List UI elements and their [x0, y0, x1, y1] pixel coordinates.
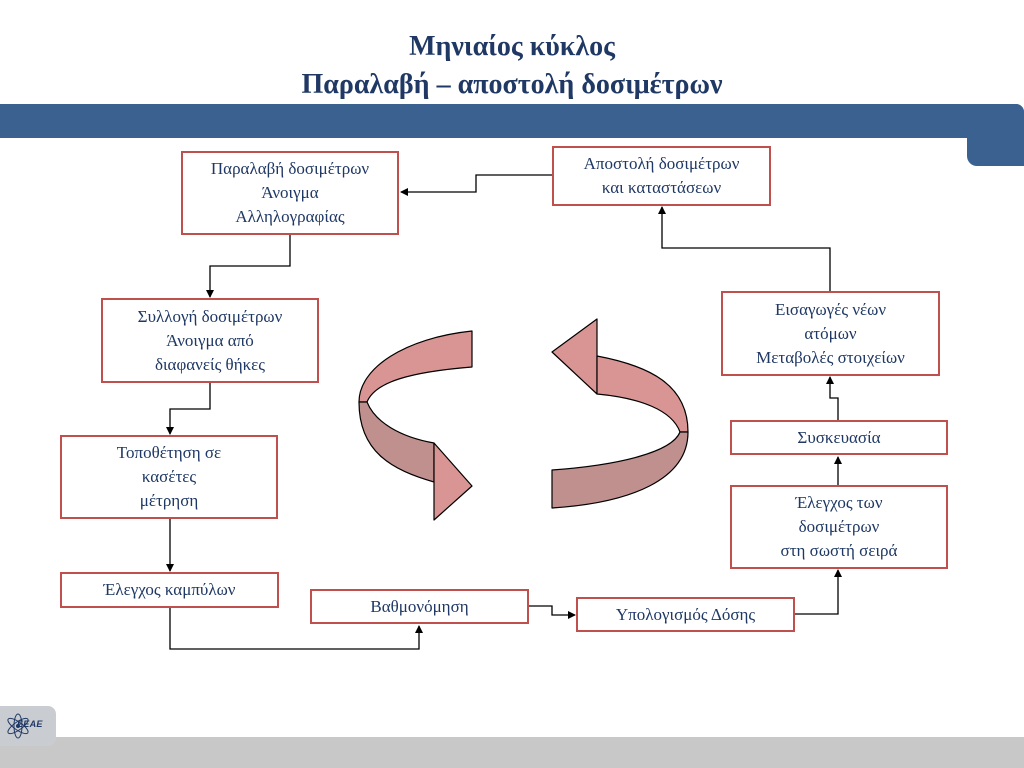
- cycle-arrow-left-side: [358, 401, 435, 483]
- box-order-check-line-2: δοσιμέτρων: [798, 517, 880, 536]
- header-band-tab: [967, 104, 1024, 166]
- box-new-entries: Εισαγωγές νέων ατόμων Μεταβολές στοιχείω…: [721, 291, 940, 376]
- connector-dose-calc-to-order-check: [795, 569, 842, 615]
- box-curve-check: Έλεγχος καμπύλων: [60, 572, 279, 608]
- box-dose-calc-line-1: Υπολογισμός Δόσης: [615, 604, 756, 624]
- box-calibration-line-1: Βαθμονόμηση: [370, 596, 469, 616]
- box-dispatch: Αποστολή δοσιμέτρων και καταστάσεων: [552, 146, 771, 206]
- cycle-arrow-right-top: [596, 355, 689, 433]
- title-line-1: Μηνιαίος κύκλος: [409, 31, 615, 62]
- box-placement-line-3: μέτρηση: [139, 491, 199, 510]
- connector-collection-to-placement: [166, 383, 211, 435]
- logo-text: ΕΕΑΕ: [17, 719, 43, 729]
- header-band: [0, 104, 1024, 138]
- connector-dispatch-to-receipt: [400, 174, 552, 196]
- box-dispatch-line-1: Αποστολή δοσιμέτρων: [583, 154, 740, 173]
- box-placement: Τοποθέτηση σε κασέτες μέτρηση: [60, 435, 278, 519]
- box-collection-line-2: Άνοιγμα από: [166, 330, 254, 350]
- box-placement-line-1: Τοποθέτηση σε: [116, 443, 222, 462]
- box-collection-line-3: διαφανείς θήκες: [154, 354, 266, 374]
- connector-new-entries-to-dispatch: [658, 206, 831, 291]
- cycle-arrow-left-head: [433, 442, 473, 521]
- box-receipt-line-3: Αλληλογραφίας: [235, 207, 345, 226]
- cycle-arrow-right-head: [551, 318, 598, 395]
- box-collection-line-1: Συλλογή δοσιμέτρων: [137, 306, 283, 326]
- connector-curve-check-to-calibration: [169, 608, 423, 650]
- box-new-entries-line-3: Μεταβολές στοιχείων: [756, 347, 905, 367]
- connector-calibration-to-dose-calc: [528, 605, 576, 619]
- connector-packaging-to-new-entries: [826, 376, 839, 420]
- box-receipt: Παραλαβή δοσιμέτρων Άνοιγμα Αλληλογραφία…: [181, 151, 399, 235]
- cycle-arrow-left-top: [358, 330, 473, 403]
- box-order-check-line-3: στη σωστή σειρά: [780, 541, 898, 560]
- box-calibration: Βαθμονόμηση: [310, 589, 529, 624]
- cycle-arrow-right-side: [551, 431, 689, 509]
- box-new-entries-line-1: Εισαγωγές νέων: [774, 299, 887, 319]
- box-dose-calc: Υπολογισμός Δόσης: [576, 597, 795, 632]
- box-receipt-line-1: Παραλαβή δοσιμέτρων: [210, 159, 370, 178]
- box-order-check-line-1: Έλεγχος των: [795, 493, 883, 512]
- box-order-check: Έλεγχος των δοσιμέτρων στη σωστή σειρά: [730, 485, 948, 569]
- box-placement-line-2: κασέτες: [141, 467, 197, 486]
- box-collection: Συλλογή δοσιμέτρων Άνοιγμα από διαφανείς…: [101, 298, 319, 383]
- atom-icon: [7, 713, 29, 739]
- box-packaging: Συσκευασία: [730, 420, 948, 455]
- box-packaging-line-1: Συσκευασία: [797, 427, 881, 447]
- box-new-entries-line-2: ατόμων: [804, 323, 857, 343]
- box-curve-check-line-1: Έλεγχος καμπύλων: [103, 580, 236, 599]
- organization-logo: ΕΕΑΕ: [0, 706, 56, 746]
- connector-receipt-to-collection: [206, 234, 291, 298]
- footer-band: [0, 737, 1024, 768]
- title-line-2: Παραλαβή – αποστολή δοσιμέτρων: [301, 69, 723, 100]
- box-receipt-line-2: Άνοιγμα: [261, 183, 319, 202]
- box-dispatch-line-2: και καταστάσεων: [601, 178, 722, 197]
